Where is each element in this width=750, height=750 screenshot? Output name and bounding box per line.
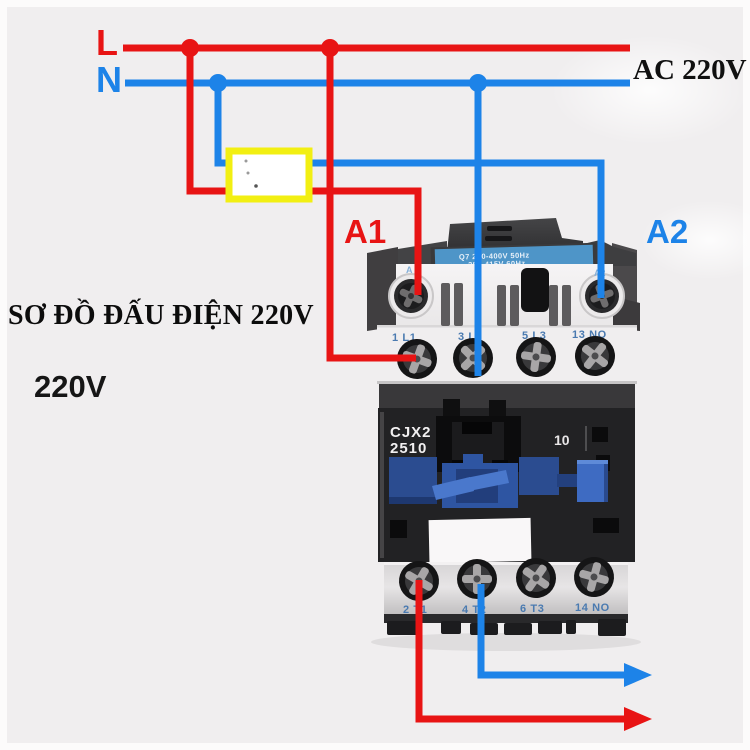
l-to-terminal1-wire xyxy=(326,48,416,362)
terminal-fingers xyxy=(441,283,571,326)
coil-mark-a1: A xyxy=(406,265,413,275)
cap-vent-1 xyxy=(487,226,512,231)
output-blue-wire xyxy=(477,584,626,679)
rating-line-2: 380-415V 60Hz xyxy=(468,259,526,270)
contactor: Q7 220-400V 50Hz 380-415V 60Hz A A2 1 L1… xyxy=(367,218,641,651)
junction-dot-n2 xyxy=(469,74,487,92)
wires xyxy=(123,44,630,723)
strip-bottom-edge xyxy=(377,381,637,384)
rating-line-1: Q7 220-400V 50Hz xyxy=(459,251,530,262)
terminal-label-6t3: 6 T3 xyxy=(520,603,544,615)
switch-box-rect xyxy=(225,147,313,203)
model-line-2: 2510 xyxy=(390,440,427,457)
mechanism-blue-parts xyxy=(389,454,608,508)
label-line-l: L xyxy=(96,22,118,63)
switch-box xyxy=(225,147,313,203)
terminal-label-14no: 14 NO xyxy=(575,602,610,614)
diagram-title: SƠ ĐỒ ĐẤU ĐIỆN 220V xyxy=(8,299,314,331)
junction-dot-l1 xyxy=(181,39,199,57)
screw-4 xyxy=(457,559,497,599)
live-wires xyxy=(123,44,630,723)
background-highlight-2 xyxy=(640,200,750,280)
aux-divider xyxy=(585,426,587,451)
body-left-highlight xyxy=(380,412,384,558)
label-a2: A2 xyxy=(646,213,688,250)
cap-vent-2 xyxy=(485,236,512,241)
mounting-feet xyxy=(384,614,628,636)
contactor-shadow xyxy=(371,633,641,651)
model-line-1: CJX2 xyxy=(390,424,432,441)
bottom-block-top-edge xyxy=(384,562,628,565)
center-keyhole xyxy=(521,268,549,312)
background-highlight xyxy=(550,35,750,145)
switch-box-speck-1 xyxy=(244,159,248,163)
label-line-n: N xyxy=(96,59,122,100)
output-red-wire xyxy=(415,580,626,723)
body-holes xyxy=(390,427,619,538)
junction-dot-n1 xyxy=(209,74,227,92)
blank-sticker xyxy=(428,517,532,564)
label-voltage: 220V xyxy=(34,369,107,404)
body-upper-band xyxy=(379,384,635,410)
switch-box-speck-3 xyxy=(254,184,258,188)
junction-dot-l2 xyxy=(321,39,339,57)
label-a1: A1 xyxy=(344,213,386,250)
red-output-arrowhead xyxy=(624,707,652,731)
n-to-a2-wire xyxy=(214,83,605,298)
strip-top-edge xyxy=(377,325,637,328)
left-cheek xyxy=(367,247,398,331)
switch-box-speck-2 xyxy=(246,171,250,175)
aux-contact-code: 10 xyxy=(554,432,570,448)
diagram-labels: L N AC 220V A1 A2 SƠ ĐỒ ĐẤU ĐIỆN 220V 22… xyxy=(8,22,747,404)
label-ac-source: AC 220V xyxy=(633,54,747,86)
blue-output-arrowhead xyxy=(624,663,652,687)
